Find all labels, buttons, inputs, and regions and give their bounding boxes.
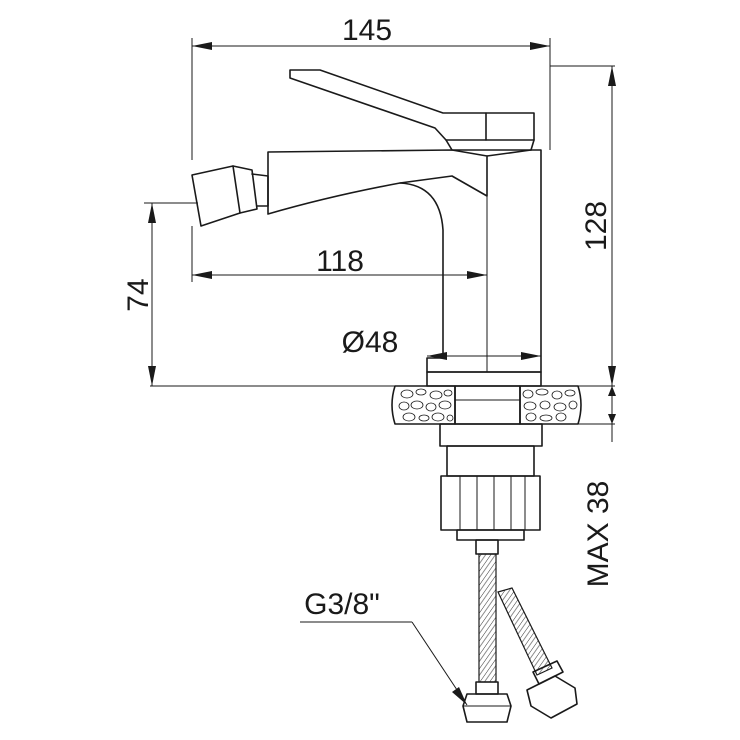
- dim-label-d48: Ø48: [342, 326, 399, 359]
- spout: [267, 149, 488, 215]
- deck-section: [150, 385, 615, 425]
- flexible-hoses: [462, 539, 578, 723]
- label-g38: G3/8": [304, 588, 380, 621]
- hose-right-braid: [497, 587, 553, 676]
- aerator-joint: [251, 173, 269, 207]
- body-shoulder: [486, 149, 532, 157]
- handle-cap: [485, 112, 535, 141]
- fixing-nut-ribs: [459, 476, 526, 530]
- hose-left-ferrule: [475, 539, 499, 555]
- deck-right: [519, 385, 582, 425]
- body-column: [399, 149, 542, 373]
- aerator-ring: [232, 165, 258, 214]
- hose-left-collar: [475, 681, 499, 695]
- base-flange: [426, 371, 542, 387]
- dim-label-max38: MAX 38: [582, 481, 615, 588]
- dimensions: 145 118 Ø48 128 74 MAX 38: [122, 14, 616, 706]
- hose-right-collar: [532, 660, 564, 685]
- fixing-washer: [439, 423, 543, 447]
- dim-label-145: 145: [342, 14, 392, 47]
- cartridge-ring: [445, 139, 535, 151]
- dim-label-74: 74: [122, 278, 155, 311]
- hose-left-braid: [478, 553, 497, 683]
- lever-handle: [289, 69, 487, 141]
- shank-in-deck: [454, 385, 521, 425]
- fixing-base-ring: [456, 529, 525, 541]
- under-deck-fixing: [439, 423, 543, 541]
- deck-right-stones: [522, 388, 578, 422]
- aerator-nozzle: [191, 165, 241, 227]
- deck-left-stones: [398, 388, 454, 422]
- fixing-sleeve: [446, 445, 535, 477]
- dim-label-118: 118: [316, 245, 364, 278]
- deck-left: [391, 385, 456, 425]
- hose-right-hex-nut: [526, 675, 578, 719]
- hose-left-hex-nut: [462, 693, 512, 723]
- dim-label-128: 128: [580, 201, 613, 251]
